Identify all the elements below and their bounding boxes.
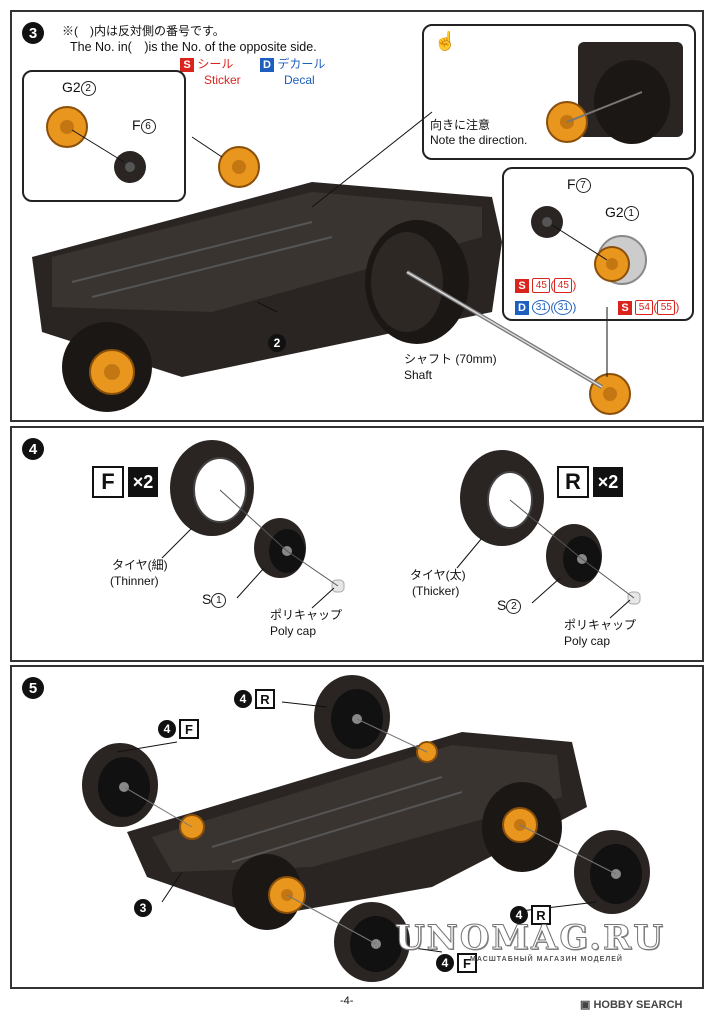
- watermark-subtitle: МАСШТАБНЫЙ МАГАЗИН МОДЕЛЕЙ: [470, 956, 623, 963]
- step-number: 4: [22, 438, 44, 460]
- step-number: 3: [22, 22, 44, 44]
- direction-detail-box: [422, 24, 696, 160]
- sticker-en: Sticker: [204, 73, 241, 87]
- wheel-front-left: [82, 743, 158, 827]
- sticker-jp: シール: [197, 57, 234, 71]
- decal-legend: D デカール: [260, 57, 325, 72]
- front-polycap-en: Poly cap: [270, 624, 317, 638]
- chassis-ref-3: 3: [134, 899, 152, 917]
- step-4-illustration: [161, 440, 641, 619]
- decal-jp: デカール: [277, 57, 326, 71]
- sticker-legend: S シール: [180, 57, 233, 72]
- rear-polycap-jp: ポリキャップ: [564, 618, 637, 632]
- rear-tire-en: (Thicker): [412, 584, 460, 598]
- wheel-rear-top: [314, 675, 390, 759]
- step-5-illustration: [82, 675, 650, 982]
- sticker-45-ref: S 45(45): [515, 278, 576, 294]
- decal-31-ref: D 31(31): [515, 300, 576, 316]
- front-tire-en: (Thinner): [110, 574, 159, 588]
- direction-note-jp: 向きに注意: [430, 118, 491, 132]
- shaft-label-en: Shaft: [404, 368, 433, 382]
- page-number: -4-: [340, 995, 354, 1007]
- left-detail-box: [22, 70, 186, 202]
- right-detail-box: [502, 167, 694, 321]
- direction-note-en: Note the direction.: [430, 133, 528, 147]
- front-tire-jp: タイヤ(細): [112, 558, 168, 572]
- brand-icon: ▣: [580, 999, 591, 1011]
- pointing-hand-icon: ☝: [434, 31, 457, 51]
- front-qty-badge: F×2: [92, 466, 158, 498]
- part-2-ref: 2: [268, 334, 286, 352]
- step-number: 5: [22, 677, 44, 699]
- rear-tire-jp: タイヤ(太): [410, 568, 466, 582]
- opposite-side-note-en: The No. in( )is the No. of the opposite …: [70, 40, 317, 54]
- rear-qty-badge: R×2: [557, 466, 623, 498]
- decal-badge: D: [260, 58, 274, 72]
- front-polycap-jp: ポリキャップ: [270, 608, 343, 622]
- decal-en: Decal: [284, 73, 315, 87]
- sticker-badge: S: [180, 58, 194, 72]
- step-3-illustration: [32, 42, 683, 415]
- shaft-label-jp: シャフト (70mm): [404, 352, 497, 366]
- rear-polycap-en: Poly cap: [564, 634, 611, 648]
- watermark: UNOMAG.RU: [395, 918, 665, 959]
- opposite-side-note-jp: ※( )内は反対側の番号です。: [62, 24, 225, 38]
- sticker-54-ref: S 54(55): [618, 300, 679, 316]
- step-3-panel: 3 ※( )内は反対側の番号です。 The No. in( )is the No…: [10, 10, 704, 422]
- brand-logo: ▣ HOBBY SEARCH: [580, 999, 683, 1011]
